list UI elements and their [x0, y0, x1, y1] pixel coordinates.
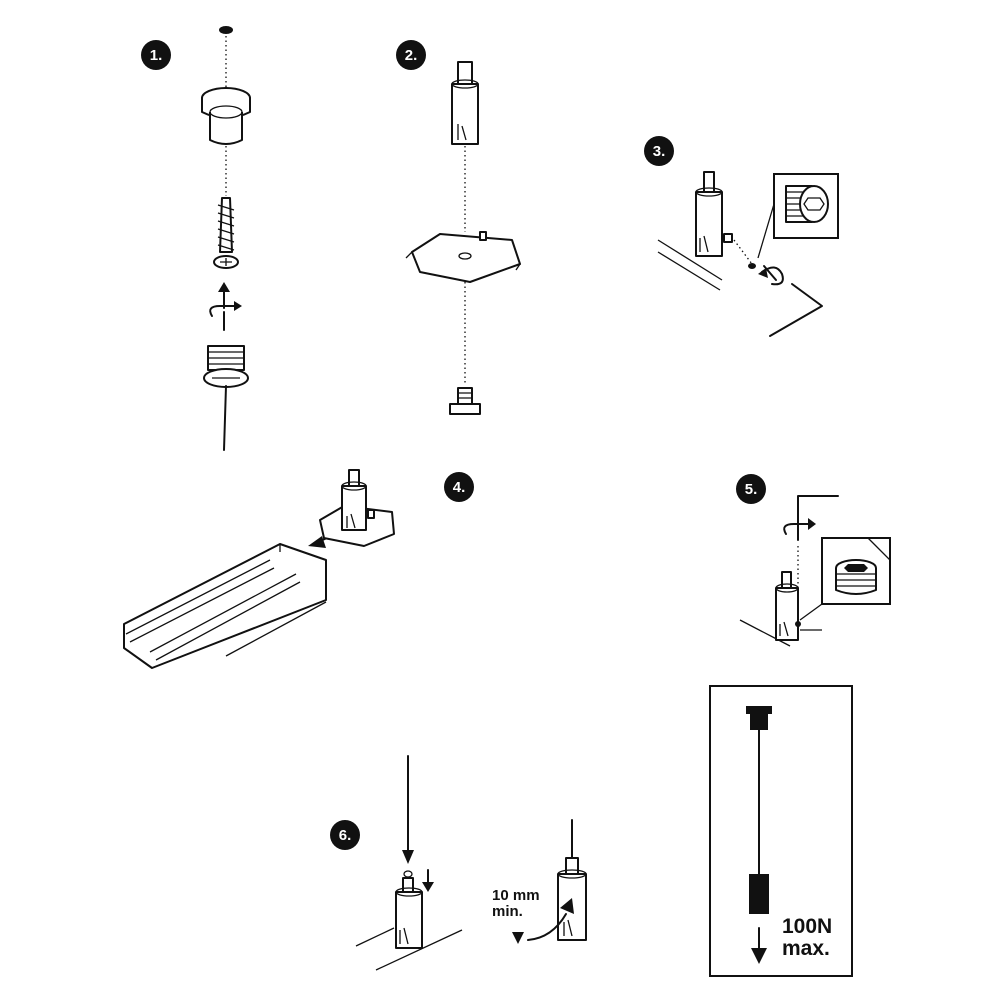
step-badge: 1. [141, 40, 171, 70]
cable-in-gripper-icon [557, 819, 587, 941]
rotate-arrow-icon [209, 282, 242, 331]
step-badge: 3. [644, 136, 674, 166]
step-3-illustration [657, 171, 839, 337]
grub-screw-icon [748, 263, 756, 269]
gripper-on-clip-icon [695, 171, 733, 257]
step-6-illustration [355, 755, 587, 971]
step-1-illustration [201, 26, 251, 451]
profile-track-icon [123, 543, 327, 669]
wood-screw-icon [213, 197, 239, 269]
gripper-clip-assembly-icon [319, 469, 395, 547]
step-5-illustration [739, 495, 891, 647]
ceiling-anchor-icon [746, 706, 772, 730]
allen-key-icon [758, 265, 823, 337]
magnified-set-screw-icon [757, 173, 839, 259]
max-load-label: 100N max. [782, 915, 833, 961]
allen-key-icon [783, 495, 839, 541]
step-badge: 6. [330, 820, 360, 850]
step-2-illustration [405, 61, 521, 415]
step-badge: 5. [736, 474, 766, 504]
gripper-on-track-icon [775, 571, 801, 641]
cable-gripper-icon [749, 874, 769, 914]
min-length-qualifier: min. [492, 902, 523, 920]
min-length-value: 10 mm [492, 887, 540, 904]
threaded-ceiling-anchor-icon [203, 345, 249, 451]
small-screw-icon [449, 387, 481, 415]
step-badge: 4. [444, 472, 474, 502]
cable-gripper-icon [451, 61, 479, 145]
gripper-receiving-cable-icon [395, 870, 423, 949]
push-down-arrow-icon [422, 869, 434, 892]
curved-arrow-icon [512, 898, 574, 944]
load-limit-box [709, 685, 853, 977]
min-length-label: 10 mm min. [492, 888, 540, 920]
step-4-illustration [123, 469, 395, 669]
steel-cable-icon [402, 755, 414, 864]
track-clip-icon [405, 231, 521, 283]
load-arrow-icon [751, 927, 767, 964]
step-badge: 2. [396, 40, 426, 70]
wall-plug-icon [201, 87, 251, 145]
magnified-set-screw-icon [799, 537, 891, 621]
max-load-qualifier: max. [782, 937, 830, 961]
max-load-value: 100N [782, 915, 833, 938]
